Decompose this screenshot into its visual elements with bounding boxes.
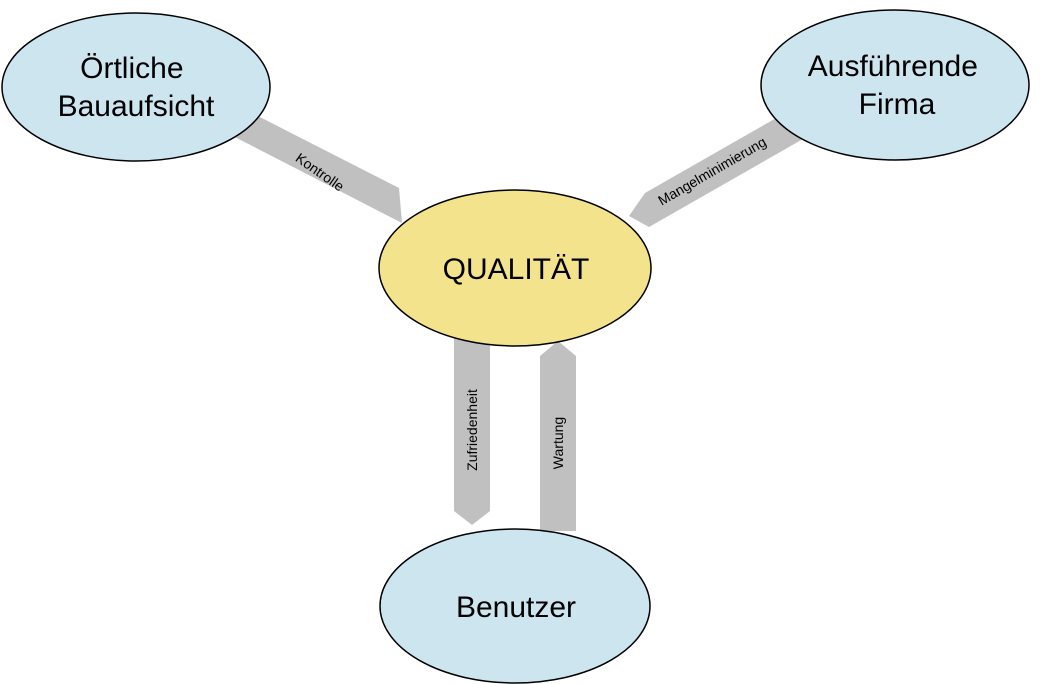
node-oertliche-bauaufsicht-label: Örtliche Bauaufsicht [58, 52, 215, 123]
node-benutzer-label: Benutzer [456, 591, 576, 624]
arrow-kontrolle-shape [229, 111, 402, 223]
arrow-zufriedenheit: Zufriedenheit [454, 337, 490, 525]
node-oertliche-bauaufsicht-line1: Örtliche [80, 52, 183, 85]
node-oertliche-bauaufsicht: Örtliche Bauaufsicht [1, 12, 271, 162]
arrow-mangelminimierung-label: Mangelminimierung [655, 134, 769, 209]
node-ausfuehrende-firma-shape [760, 9, 1030, 161]
arrow-mangelminimierung: Mangelminimierung [629, 113, 803, 227]
arrow-wartung: Wartung [540, 341, 576, 531]
arrow-wartung-shape [540, 341, 576, 531]
arrow-wartung-label: Wartung [550, 417, 566, 469]
node-oertliche-bauaufsicht-line2: Bauaufsicht [58, 90, 215, 123]
node-qualitaet: QUALITÄT [378, 189, 652, 347]
arrow-zufriedenheit-shape [454, 337, 490, 525]
node-qualitaet-shape [378, 189, 652, 347]
node-ausfuehrende-firma: Ausführende Firma [760, 9, 1030, 161]
arrow-kontrolle: Kontrolle [229, 111, 402, 223]
arrow-zufriedenheit-label: Zufriedenheit [464, 389, 480, 471]
node-benutzer-shape [379, 528, 651, 684]
arrow-mangelminimierung-shape [629, 113, 803, 227]
node-ausfuehrende-firma-line2: Firma [859, 88, 936, 121]
node-qualitaet-label: QUALITÄT [443, 253, 590, 286]
node-oertliche-bauaufsicht-shape [1, 12, 271, 162]
node-ausfuehrende-firma-line1: Ausführende [808, 50, 978, 83]
node-benutzer: Benutzer [379, 528, 651, 684]
node-ausfuehrende-firma-label: Ausführende Firma [808, 50, 986, 121]
